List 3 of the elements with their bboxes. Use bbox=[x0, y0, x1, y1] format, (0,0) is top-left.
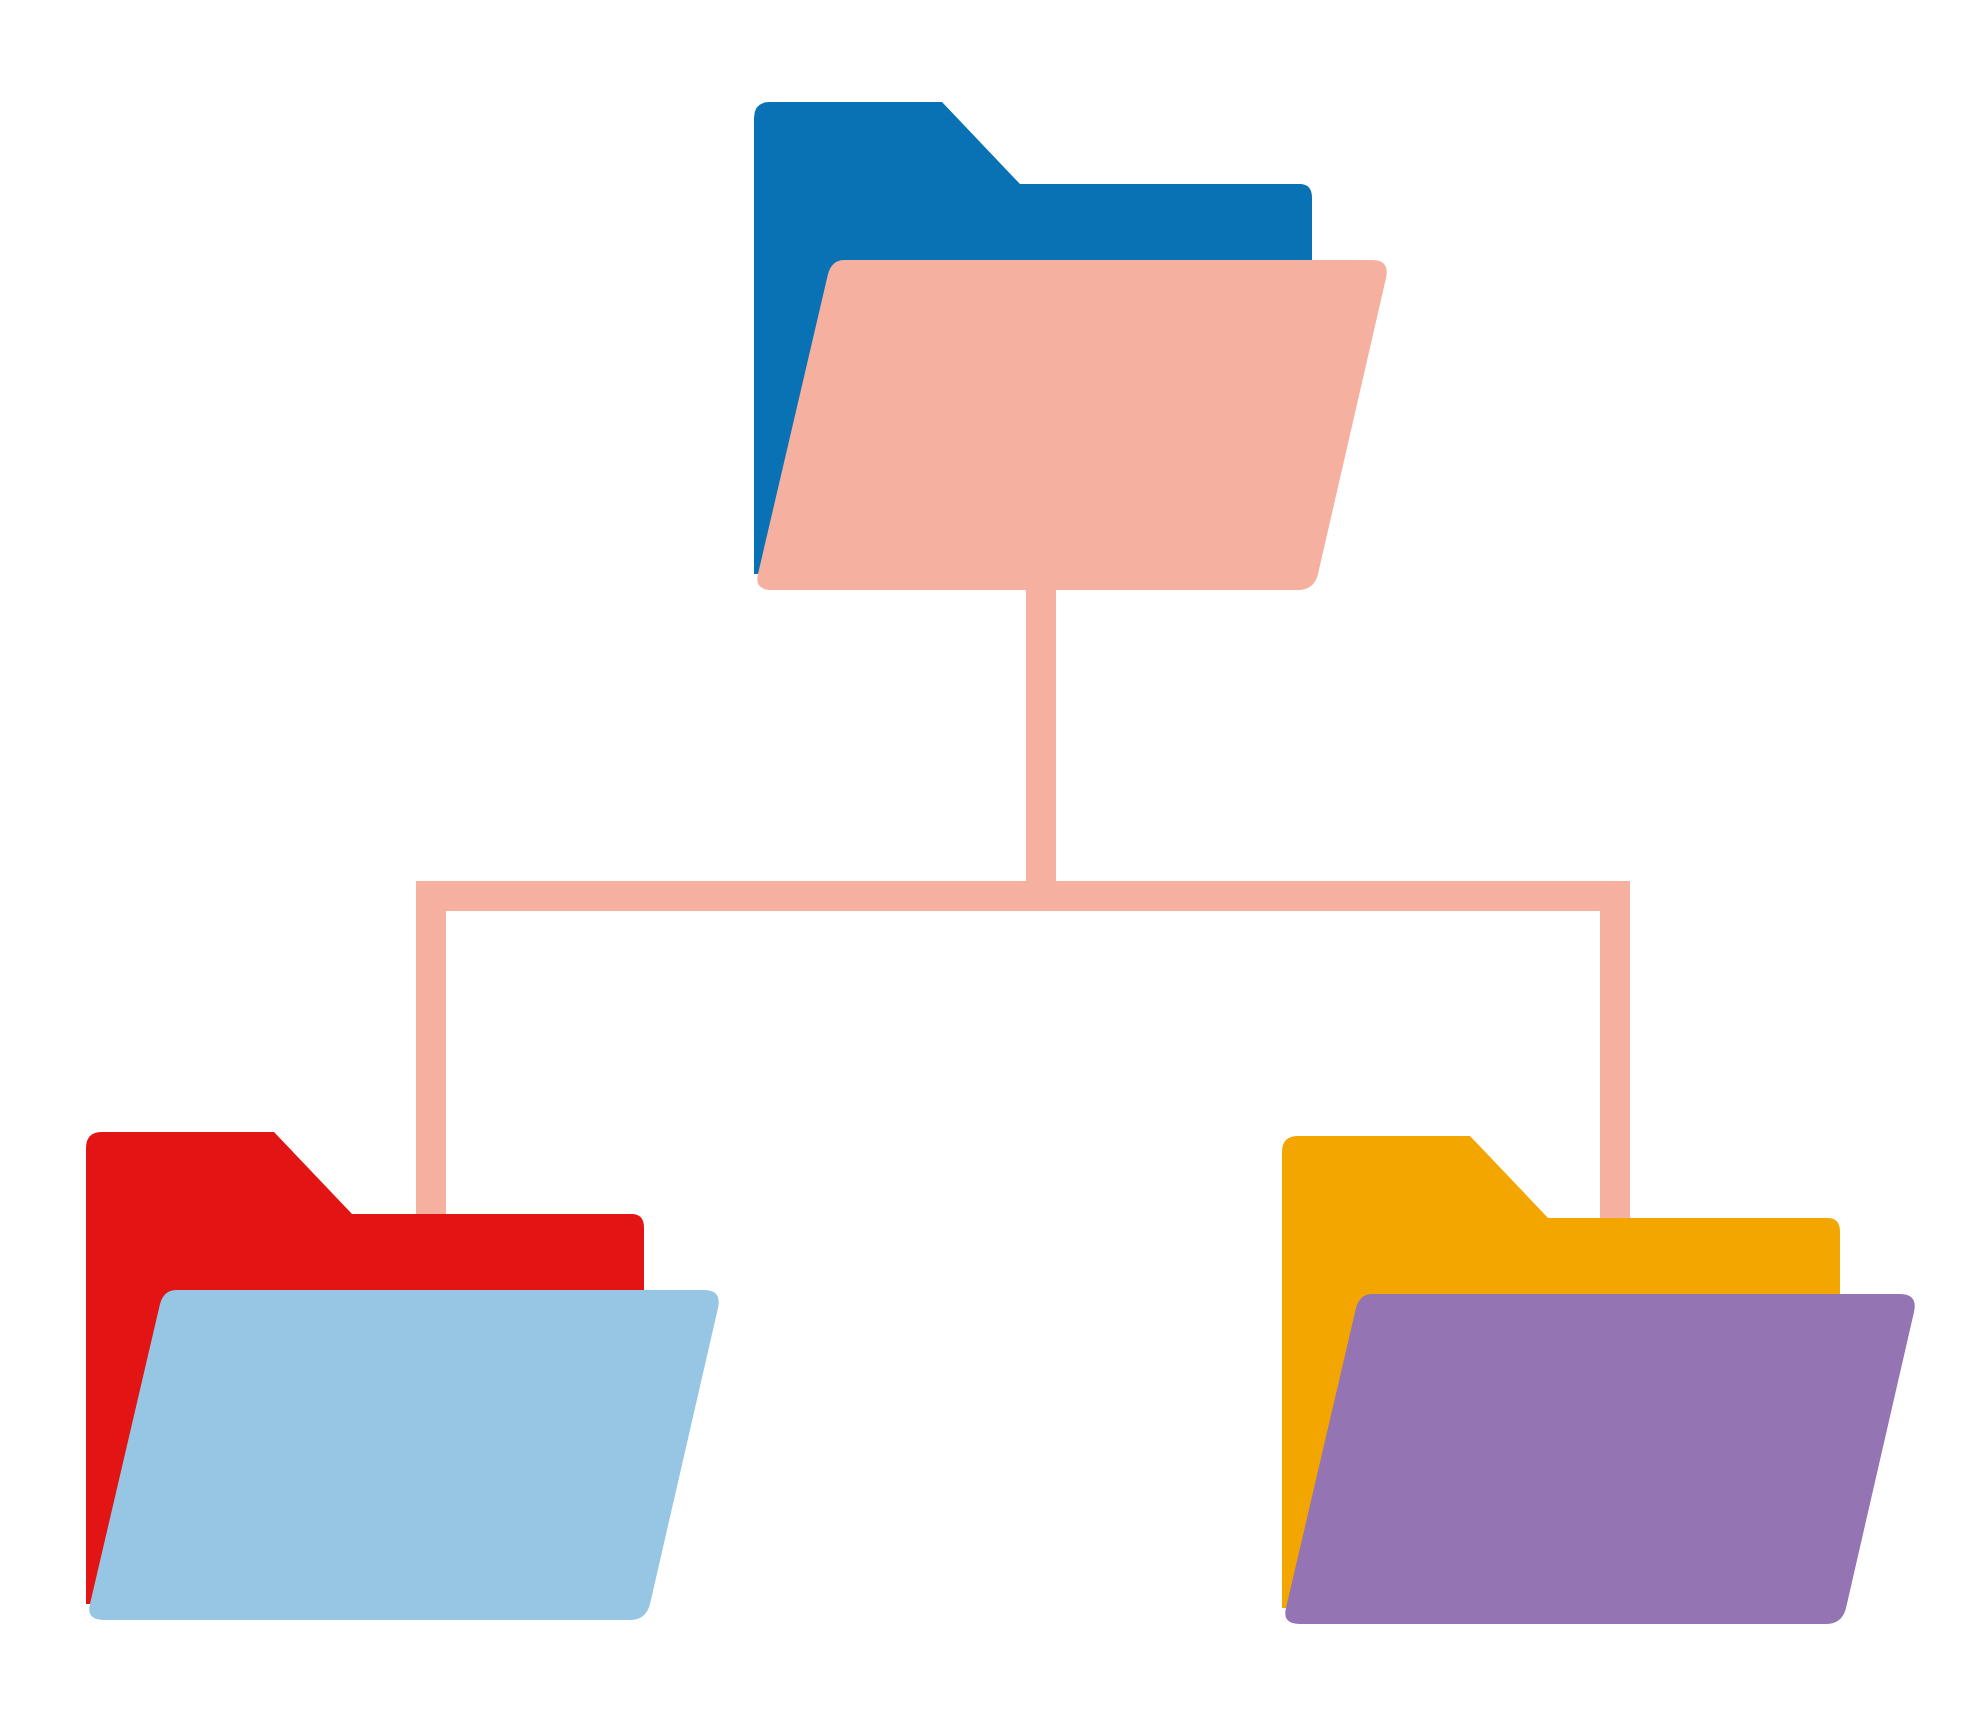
folder-icon bbox=[86, 1132, 722, 1622]
folder-icon bbox=[754, 102, 1390, 592]
folder-icon bbox=[1282, 1136, 1918, 1626]
